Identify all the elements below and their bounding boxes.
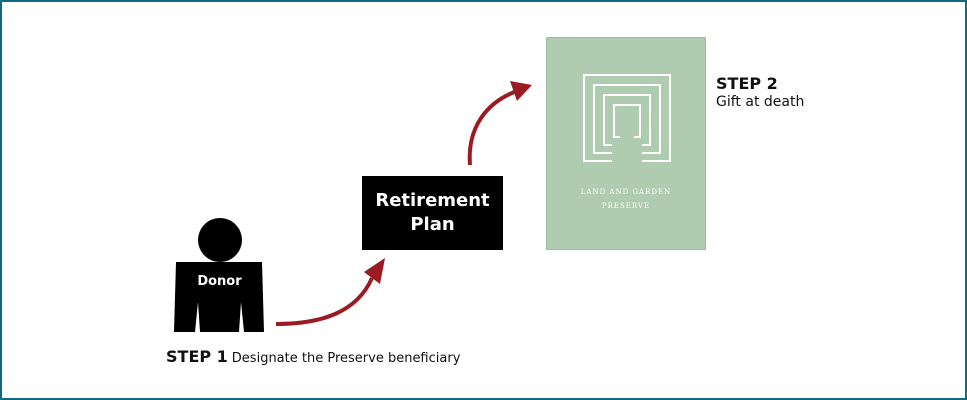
labyrinth-logo-icon (583, 74, 671, 162)
preserve-name: LAND AND GARDEN PRESERVE (547, 185, 705, 213)
step2-description: Gift at death (716, 94, 805, 110)
step2-caption: STEP 2 Gift at death (716, 74, 804, 111)
retirement-plan-box: Retirement Plan (362, 176, 503, 250)
preserve-logo-card: LAND AND GARDEN PRESERVE (546, 37, 706, 250)
step2-title: STEP 2 (716, 74, 778, 93)
preserve-name-line2: PRESERVE (601, 202, 651, 210)
preserve-name-line1: LAND AND GARDEN (580, 188, 672, 196)
retirement-plan-label-line2: Plan (410, 214, 455, 235)
donor-person-icon (174, 218, 264, 332)
donor-label: Donor (197, 274, 242, 289)
step1-description: Designate the Preserve beneficiary (231, 351, 461, 366)
retirement-plan-label-line1: Retirement (375, 190, 490, 211)
step1-title: STEP 1 (166, 347, 228, 366)
arrow-donor-to-plan-icon (275, 258, 385, 326)
arrow-plan-to-preserve-icon (467, 81, 532, 166)
